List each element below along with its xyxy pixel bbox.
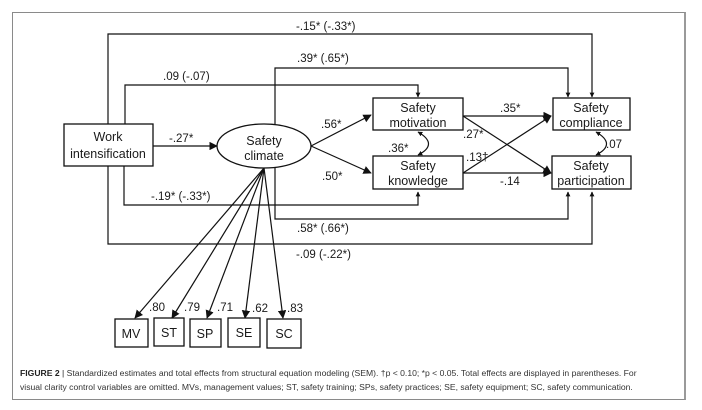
node-sc [266, 318, 302, 349]
path-wi-knowledge [123, 166, 421, 206]
caption-line-1: FIGURE 2 | Standardized estimates and to… [20, 366, 684, 380]
cov-motivation-knowledge [417, 131, 430, 156]
label-wi-2: intensification [70, 147, 146, 161]
loading-se [241, 167, 265, 319]
coef-wi-knowledge: -.19* (-.33*) [151, 191, 211, 203]
label-motivation-2: motivation [390, 116, 447, 130]
loading-value-sc: .83 [287, 303, 303, 315]
coef-knowledge-participation: -.14 [500, 176, 520, 188]
path-climate-knowledge [310, 145, 372, 174]
node-se [227, 317, 261, 348]
label-compliance-1: Safety [573, 101, 609, 115]
node-safety-motivation [372, 97, 464, 131]
coef-knowledge-compliance: .13† [466, 152, 488, 164]
label-motivation-1: Safety [400, 101, 436, 115]
node-safety-participation [551, 155, 632, 190]
figure-caption: FIGURE 2 | Standardized estimates and to… [20, 366, 684, 394]
coef-motivation-participation: .27* [463, 129, 484, 141]
label-mv: MV [122, 327, 141, 341]
label-compliance-2: compliance [559, 116, 622, 130]
label-sp: SP [197, 327, 214, 341]
loading-value-st: .79 [184, 302, 200, 314]
path-climate-compliance [274, 67, 571, 124]
label-participation-1: Safety [573, 159, 609, 173]
loading-sp [205, 167, 265, 319]
loading-value-se: .62 [252, 303, 268, 315]
loading-sc [263, 167, 287, 319]
coef-wi-compliance: -.15* (-.33*) [296, 21, 356, 33]
coef-climate-knowledge: .50* [322, 171, 343, 183]
node-safety-compliance [552, 97, 631, 131]
figure-frame [12, 12, 686, 400]
sem-diagram: Work intensification Safety climate Safe… [63, 21, 632, 349]
coef-compliance-participation-cov: .07 [606, 139, 622, 151]
coef-wi-motivation: .09 (-.07) [163, 71, 210, 83]
path-climate-motivation [310, 114, 372, 147]
path-wi-participation [107, 166, 595, 245]
coef-wi-climate: -.27* [169, 133, 194, 145]
path-wi-compliance [107, 33, 595, 124]
coef-climate-motivation: .56* [321, 119, 342, 131]
label-knowledge-2: knowledge [388, 174, 448, 188]
coef-motivation-knowledge-cov: .36* [388, 143, 409, 155]
node-safety-knowledge [372, 155, 464, 190]
node-sp [189, 318, 222, 348]
path-wi-motivation [124, 84, 421, 124]
label-climate-1: Safety [246, 134, 282, 148]
label-wi-1: Work [94, 130, 124, 144]
loading-st [171, 167, 265, 319]
path-knowledge-compliance [462, 115, 552, 174]
path-climate-participation [274, 168, 571, 220]
label-sc: SC [275, 327, 292, 341]
node-work-intensification [63, 123, 154, 167]
coef-wi-participation: -.09 (-.22*) [296, 249, 351, 261]
loading-value-mv: .80 [149, 302, 165, 314]
label-se: SE [236, 326, 253, 340]
figure-label: FIGURE 2 [20, 368, 60, 378]
coef-climate-participation: .58* (.66*) [297, 223, 349, 235]
node-mv [114, 318, 149, 348]
label-participation-2: participation [557, 174, 624, 188]
node-st [153, 317, 185, 347]
label-climate-2: climate [244, 149, 284, 163]
caption-line-2: visual clarity control variables are omi… [20, 382, 633, 392]
label-st: ST [161, 326, 177, 340]
coef-climate-compliance: .39* (.65*) [297, 53, 349, 65]
cov-compliance-participation [595, 131, 608, 156]
loading-value-sp: .71 [217, 302, 233, 314]
node-safety-climate [216, 123, 312, 169]
caption-separator: | [62, 368, 65, 378]
loading-mv [134, 167, 265, 319]
caption-text-1: Standardized estimates and total effects… [64, 368, 637, 378]
label-knowledge-1: Safety [400, 159, 436, 173]
coef-motivation-compliance: .35* [500, 103, 521, 115]
